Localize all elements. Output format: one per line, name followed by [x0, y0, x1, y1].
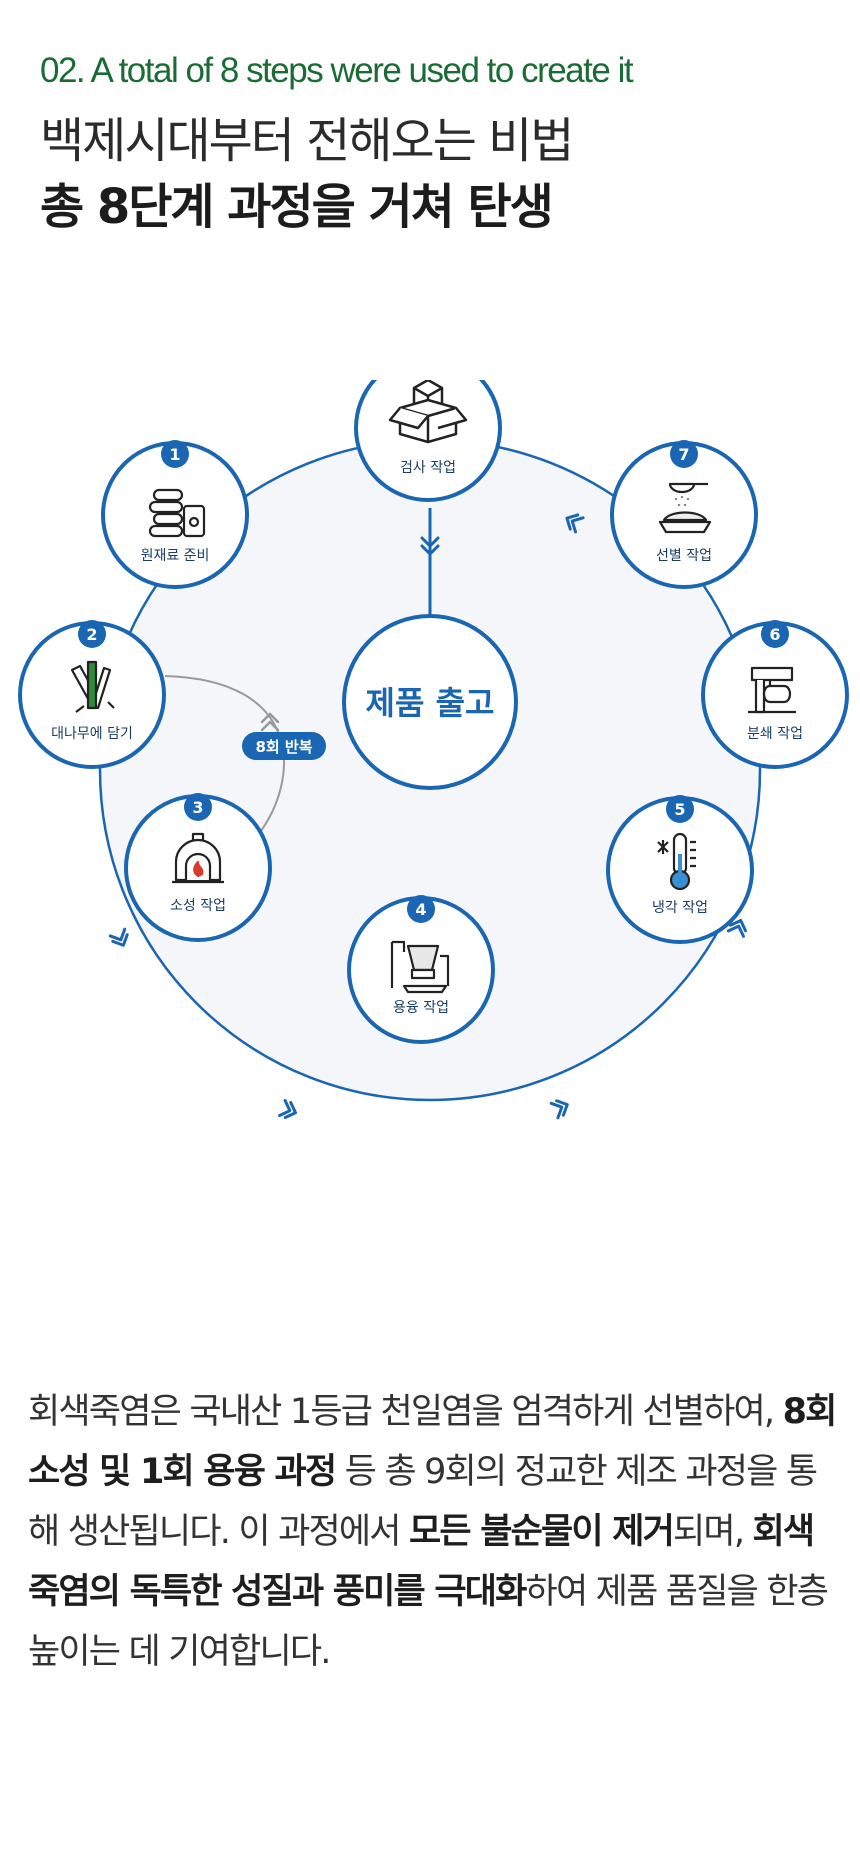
bamboo-icon	[70, 660, 115, 713]
step-number: 3	[192, 798, 203, 817]
step-number: 7	[678, 445, 689, 464]
step-label: 선별 작업	[656, 548, 712, 564]
step-label: 소성 작업	[170, 898, 226, 914]
eyebrow-text: 02. A total of 8 steps were used to crea…	[40, 51, 634, 90]
step-number: 1	[169, 445, 180, 464]
step-node-2: 2 대나무에 담기	[18, 620, 166, 769]
step-number: 4	[415, 900, 426, 919]
center-label: 제품 출고	[366, 684, 495, 722]
inspection-node: 검사 작업	[354, 380, 502, 502]
step-node-6: 6 분쇄 작업	[701, 620, 849, 769]
step-label: 원재료 준비	[141, 548, 210, 564]
repeat-badge-label: 8회 반복	[255, 738, 312, 756]
salt-bags-icon	[148, 488, 206, 538]
grinder-icon	[748, 666, 796, 714]
step-node-1: 1 원재료 준비	[101, 440, 249, 589]
step-node-7: 7 선별 작업	[610, 440, 758, 589]
step-node-5: 5 냉각 작업	[606, 795, 754, 944]
description-highlight: 모든 불순물이 제거	[409, 1512, 675, 1552]
header: 02. A total of 8 steps were used to crea…	[40, 48, 840, 240]
step-label: 용융 작업	[393, 1000, 449, 1016]
step-number: 2	[86, 625, 97, 644]
repeat-badge	[242, 732, 326, 760]
description-highlight: 8회 소성 및 1회 용융 과정	[28, 1392, 837, 1492]
description-highlight: 회색죽염의 독특한 성질과 풍미를 극대화	[28, 1512, 815, 1612]
description-text: 되며,	[673, 1512, 753, 1552]
step-number: 6	[769, 625, 780, 644]
thermometer-icon	[657, 832, 696, 891]
step-label: 냉각 작업	[652, 900, 708, 916]
step-label: 분쇄 작업	[747, 726, 803, 742]
furnace-icon	[172, 832, 224, 884]
description-text: 회색죽염은 국내산 1등급 천일염을 엄격하게 선별하여,	[28, 1392, 783, 1432]
center-node	[342, 614, 518, 790]
repeat-arrow-icon	[260, 712, 280, 732]
title-line-2: 총 8단계 과정을 거쳐 탄생	[40, 179, 554, 235]
inspection-label: 검사 작업	[400, 460, 456, 476]
step-number: 5	[674, 800, 685, 819]
connector-arrow	[420, 536, 440, 557]
description-text: 하여 제품 품질을 한층 높이는 데 기여합니다.	[28, 1572, 829, 1672]
sieve-icon	[658, 482, 712, 534]
step-label: 대나무에 담기	[51, 726, 133, 742]
melting-machine-icon	[390, 940, 450, 994]
description-text: 등 총 9회의 정교한 제조 과정을 통해 생산됩니다. 이 과정에서	[28, 1452, 818, 1552]
process-diagram: 8회 반복 제품 출고 검사 작업 1 원재료 준비	[18, 380, 849, 1120]
box-icon	[388, 380, 468, 444]
description-paragraph: 회색죽염은 국내산 1등급 천일염을 엄격하게 선별하여, 8회 소성 및 1회…	[28, 1382, 840, 1682]
step-node-3: 3 소성 작업	[124, 793, 272, 942]
title-line-1: 백제시대부터 전해오는 비법	[40, 113, 574, 169]
step-node-4: 4 용융 작업	[347, 895, 495, 1044]
